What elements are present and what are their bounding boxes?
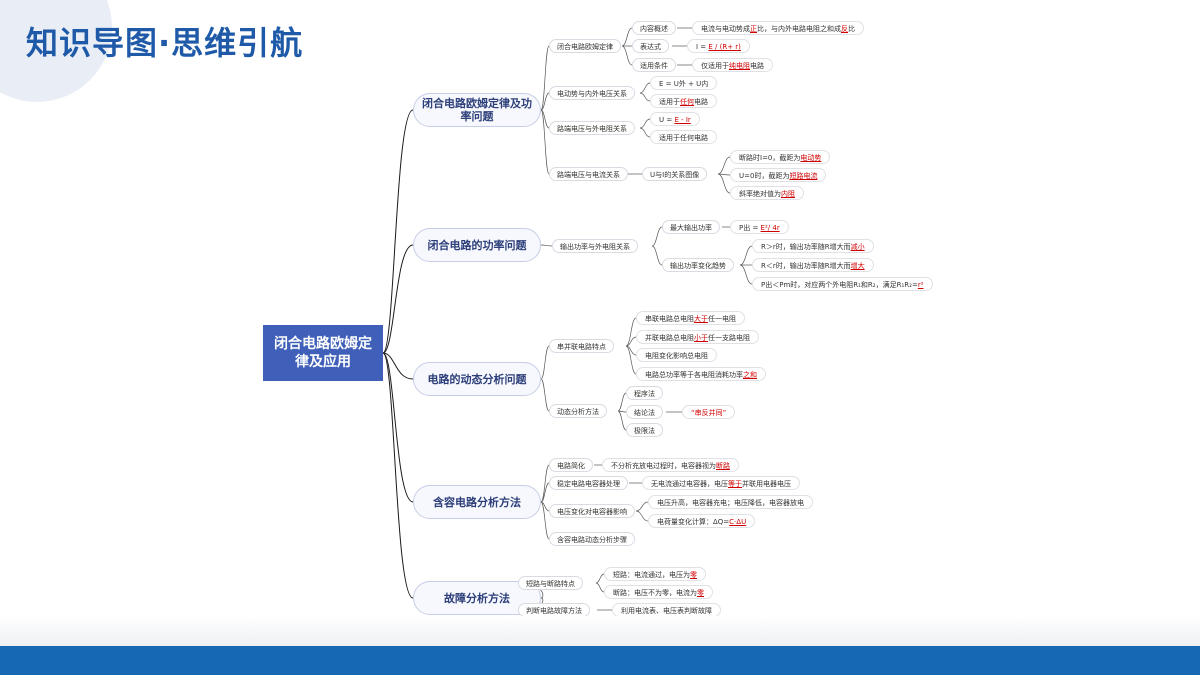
node-condition: 适用条件 bbox=[632, 58, 676, 72]
leaf-parallel-resistance: 并联电路总电阻小于任一支路电阻 bbox=[636, 330, 759, 344]
leaf-emf-applicability: 适用于任何电路 bbox=[650, 94, 717, 108]
leaf-expression-value: I = E / (R+ r) bbox=[687, 39, 750, 53]
branch-closed-circuit-ohm-law: 闭合电路欧姆定律及功率问题 bbox=[413, 93, 541, 127]
footer-bar bbox=[0, 646, 1200, 675]
node-voltage-effect: 电压变化对电容器影响 bbox=[549, 504, 635, 518]
node-content: 内容概述 bbox=[632, 21, 676, 35]
node-capacitor-dynamic-steps: 含容电路动态分析步骤 bbox=[549, 532, 635, 546]
node-stable-capacitor: 稳定电路电容器处理 bbox=[549, 476, 628, 490]
leaf-trend-r-less: R＜r时，输出功率随R增大而增大 bbox=[752, 258, 874, 272]
page-title: 知识导图·思维引航 bbox=[26, 24, 304, 62]
branch-capacitor-circuits: 含容电路分析方法 bbox=[413, 485, 541, 519]
leaf-terminal-equation: U = E - Ir bbox=[650, 112, 700, 126]
node-max-output-power: 最大输出功率 bbox=[662, 220, 720, 234]
leaf-simplify-value: 不分析充放电过程时，电容器视为断路 bbox=[602, 458, 739, 472]
leaf-graph-emf: 断路时I=0，截距为电动势 bbox=[730, 150, 831, 164]
leaf-trend-r-greater: R＞r时，输出功率随R增大而减小 bbox=[752, 239, 874, 253]
node-conclusion-method: 结论法 bbox=[626, 405, 663, 419]
leaf-total-power: 电路总功率等于各电阻消耗功率之和 bbox=[636, 367, 766, 381]
leaf-graph-short-current: U=0时，截距为短路电流 bbox=[730, 168, 827, 182]
leaf-short-circuit: 短路：电流通过，电压为零 bbox=[604, 567, 706, 581]
leaf-stable-value: 无电流通过电容器，电压等于并联用电器电压 bbox=[642, 476, 800, 490]
branch-power-problems: 闭合电路的功率问题 bbox=[413, 228, 541, 262]
node-circuit-simplify: 电路简化 bbox=[549, 458, 593, 472]
leaf-charge-change: 电荷量变化计算：ΔQ=C·ΔU bbox=[648, 514, 756, 528]
node-series-parallel: 串并联电路特点 bbox=[549, 339, 614, 353]
node-procedure-method: 程序法 bbox=[626, 386, 663, 400]
leaf-open-circuit: 断路：电压不为零，电流为零 bbox=[604, 585, 713, 599]
node-terminal-voltage-current: 路端电压与电流关系 bbox=[549, 167, 628, 181]
node-fault-judgement: 判断电路故障方法 bbox=[518, 603, 590, 617]
node-limit-method: 极限法 bbox=[626, 423, 663, 437]
node-power-trend: 输出功率变化趋势 bbox=[662, 258, 734, 272]
leaf-content-value: 电流与电动势成正比，与内外电路电阻之和成反比 bbox=[692, 21, 864, 35]
node-output-power-resistance: 输出功率与外电阻关系 bbox=[552, 239, 638, 253]
leaf-resistance-change: 电阻变化影响总电阻 bbox=[636, 348, 717, 362]
node-expression: 表达式 bbox=[632, 39, 669, 53]
leaf-charge-discharge: 电压升高，电容器充电；电压降低，电容器放电 bbox=[648, 495, 813, 509]
leaf-fault-method: 利用电流表、电压表判断故障 bbox=[612, 603, 721, 617]
leaf-conclusion-rule: “串反并同” bbox=[682, 405, 736, 419]
node-ohm-law: 闭合电路欧姆定律 bbox=[549, 39, 621, 53]
node-ui-graph: U与I的关系图像 bbox=[642, 167, 708, 181]
leaf-condition-value: 仅适用于纯电阻电路 bbox=[692, 58, 773, 72]
leaf-terminal-applicability: 适用于任何电路 bbox=[650, 130, 717, 144]
node-terminal-voltage-resistance: 路端电压与外电阻关系 bbox=[549, 121, 635, 135]
node-short-open-features: 短路与断路特点 bbox=[518, 576, 583, 590]
leaf-series-resistance: 串联电路总电阻大于任一电阻 bbox=[636, 311, 745, 325]
root-topic: 闭合电路欧姆定律及应用 bbox=[263, 325, 383, 381]
leaf-emf-equation: E = U外 + U内 bbox=[650, 76, 718, 90]
node-emf-voltage: 电动势与内外电压关系 bbox=[549, 86, 635, 100]
node-dynamic-methods: 动态分析方法 bbox=[549, 404, 607, 418]
footer-shade bbox=[0, 616, 1200, 646]
leaf-graph-slope: 斜率绝对值为内阻 bbox=[730, 186, 804, 200]
leaf-max-power-value: P出 = E²/ 4r bbox=[730, 220, 789, 234]
branch-dynamic-analysis: 电路的动态分析问题 bbox=[413, 362, 541, 396]
leaf-trend-two-resistors: P出＜Pm时，对应两个外电阻R₁和R₂，满足R₁R₂=r² bbox=[752, 277, 933, 291]
